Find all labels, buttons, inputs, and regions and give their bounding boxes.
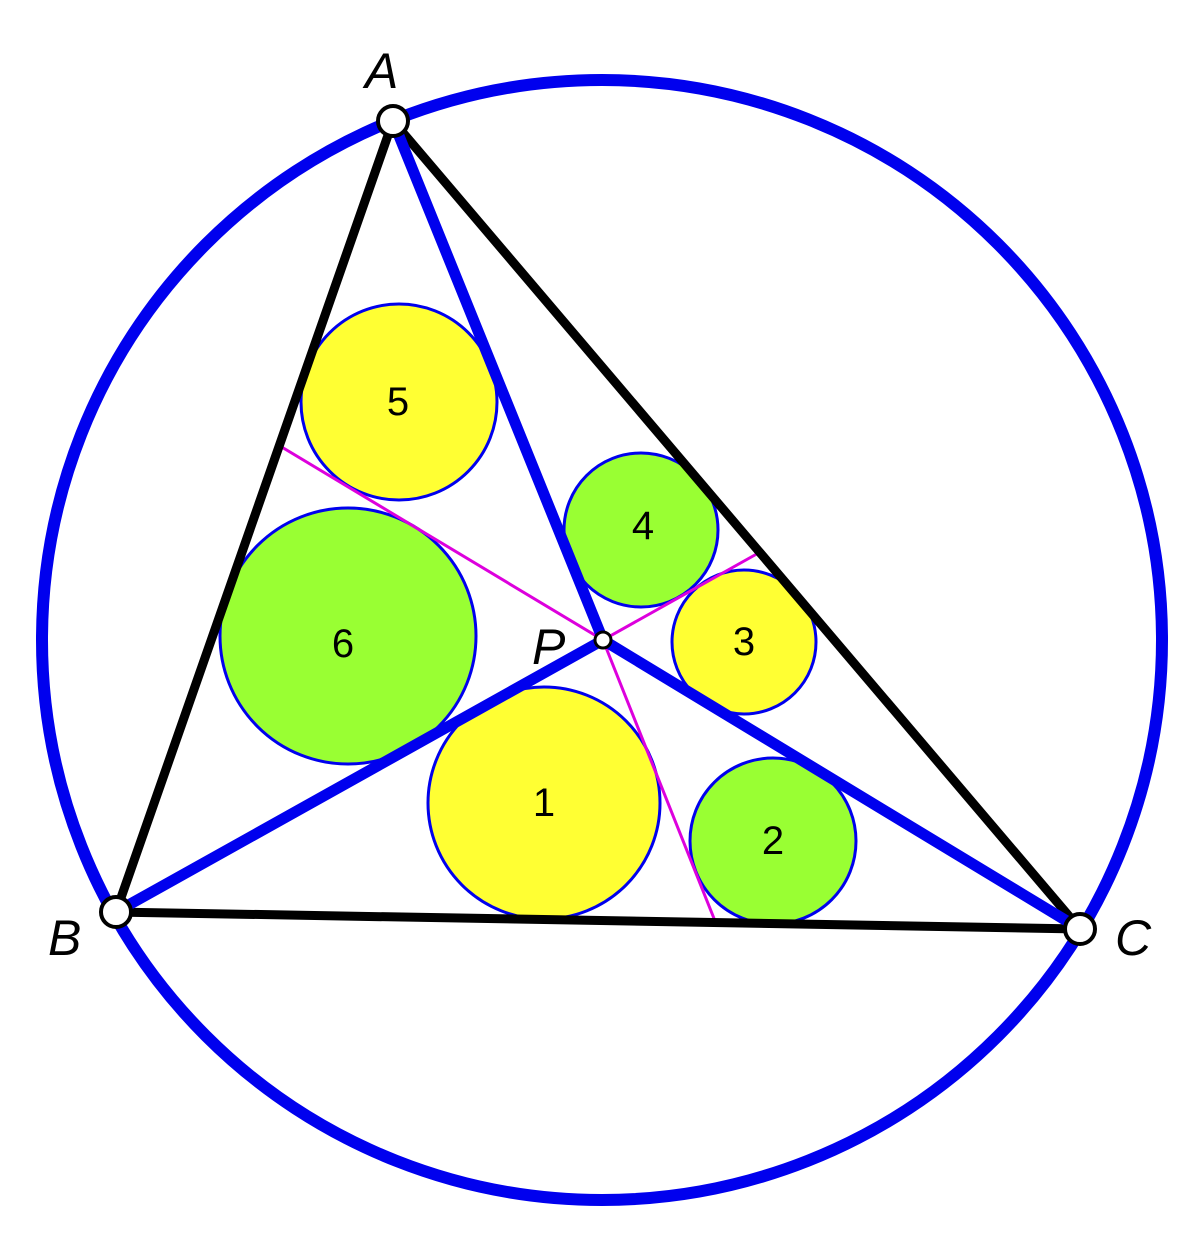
magenta-line-3 bbox=[601, 639, 719, 927]
circle-6 bbox=[218, 506, 478, 766]
vertex-c bbox=[1063, 912, 1097, 946]
circumcircle bbox=[36, 74, 1168, 1206]
magenta-line-1 bbox=[279, 444, 604, 642]
cevian-ap bbox=[387, 115, 609, 646]
circle-label-2: 2 bbox=[762, 819, 784, 863]
label-c: C bbox=[1115, 910, 1152, 966]
cevian-bp bbox=[110, 634, 609, 918]
vertex-b bbox=[99, 895, 133, 929]
circle-label-1: 1 bbox=[533, 781, 555, 825]
magenta-line-2 bbox=[602, 549, 763, 642]
label-b: B bbox=[48, 910, 81, 966]
vertex-a bbox=[376, 104, 410, 138]
label-p: P bbox=[532, 619, 566, 675]
label-a: A bbox=[362, 43, 398, 99]
circle-label-3: 3 bbox=[733, 620, 755, 664]
side-ac bbox=[388, 116, 1085, 934]
circle-label-4: 4 bbox=[632, 504, 654, 548]
circle-5 bbox=[299, 302, 499, 502]
side-bc bbox=[111, 907, 1085, 934]
magenta-lines bbox=[279, 444, 763, 927]
circle-label-5: 5 bbox=[387, 380, 409, 424]
cevians bbox=[110, 115, 1086, 935]
triangle bbox=[111, 116, 1085, 934]
side-ab bbox=[111, 116, 398, 917]
point-p bbox=[593, 630, 613, 650]
circle-3 bbox=[670, 568, 818, 716]
circle-label-6: 6 bbox=[332, 622, 354, 666]
cevian-cp bbox=[597, 634, 1086, 935]
circle-group bbox=[218, 302, 858, 926]
